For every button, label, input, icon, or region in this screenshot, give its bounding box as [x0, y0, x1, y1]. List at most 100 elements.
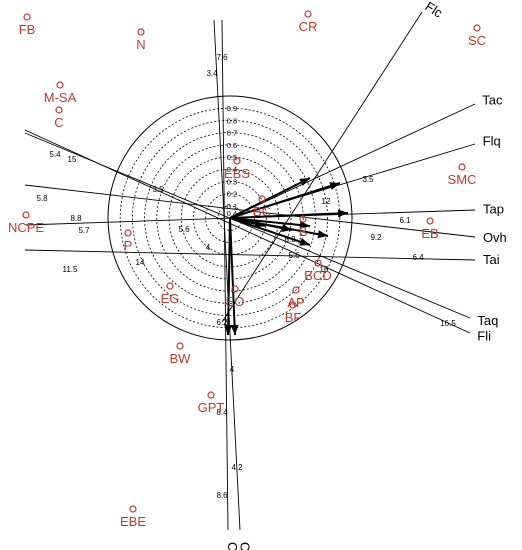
variable-arrow-head — [299, 221, 310, 229]
site-label-p: P — [124, 238, 133, 253]
site-marker-b — [299, 215, 307, 223]
correlation-circle — [107, 95, 353, 341]
axis-tick-label: 8.8 — [70, 214, 82, 223]
site-marker-ebe — [129, 505, 137, 513]
correlation-ring-5 — [168, 156, 292, 280]
axis-tick-label: 3.4 — [206, 69, 218, 78]
site-marker-fb — [23, 13, 31, 21]
axis-tick-label: 16.5 — [440, 319, 456, 328]
site-marker-eb — [426, 217, 434, 225]
variable-arrow-head — [230, 324, 239, 335]
axis-name-cle: Cle — [237, 542, 252, 550]
site-marker-eg — [166, 282, 174, 290]
ring-label: 0.4 — [227, 165, 237, 174]
axis-name-ovh: Ovh — [483, 230, 507, 245]
axis-name-tap: Tap — [483, 202, 504, 217]
variable-arrow-head — [299, 178, 310, 187]
ring-label: 0.6 — [227, 141, 237, 150]
site-label-bc: BC — [253, 204, 271, 219]
site-marker-bc — [258, 195, 266, 203]
axis-tick-label: 14 — [136, 258, 145, 267]
site-label-bw: BW — [170, 351, 192, 366]
axis-tick-label: 5.8 — [36, 194, 48, 203]
site-label-fb: FB — [19, 22, 36, 37]
site-label-sc: SC — [468, 33, 486, 48]
axis-name-flc: Flc — [423, 0, 446, 21]
site-label-smc: SMC — [448, 172, 477, 187]
ring-label: 0.8 — [227, 116, 237, 125]
variable-arrow-head — [281, 224, 292, 233]
site-marker-m-sa — [56, 81, 64, 89]
site-label-ncpe: NCPE — [8, 220, 44, 235]
site-marker-gpt — [207, 391, 215, 399]
variable-arrow — [229, 177, 311, 219]
site-marker-smc — [458, 163, 466, 171]
site-marker-bf — [289, 301, 297, 309]
variable-arrow-head — [224, 324, 233, 335]
axis-line-tai — [24, 249, 476, 261]
site-label-m-sa: M-SA — [44, 90, 77, 105]
ring-label: 0.9 — [227, 104, 237, 113]
axis-tick-label: 16 — [320, 265, 329, 274]
site-label-bf: BF — [285, 310, 302, 325]
axis-tick-label: 3.5 — [362, 175, 374, 184]
site-label-ap: AP — [287, 295, 304, 310]
axis-name-col: Col — [225, 542, 240, 550]
axis-tick-label: 5.6 — [178, 225, 190, 234]
correlation-ring-7 — [144, 132, 316, 304]
variable-arrow-head — [329, 182, 340, 190]
correlation-ring-6 — [156, 144, 304, 292]
site-label-gpt: GPT — [198, 400, 225, 415]
axis-ticks-layer: 7.63.45.4155.88.85.711.5143.55.643.5126.… — [36, 53, 456, 500]
variable-arrow — [229, 217, 311, 227]
axis-lines-layer — [24, 11, 476, 531]
variable-arrow — [229, 217, 293, 231]
site-label-n: N — [136, 37, 145, 52]
axis-tick-label: 12 — [322, 197, 331, 206]
axis-line-tac — [229, 103, 476, 219]
site-label-ebs: EBS — [224, 166, 250, 181]
ring-label: 0.4 — [227, 209, 237, 218]
site-marker-bw — [176, 342, 184, 350]
site-label-c: C — [54, 115, 63, 130]
axis-tick-label: 4 — [230, 365, 235, 374]
axis-tick-label: 6.1 — [399, 216, 411, 225]
ring-label: 0.7 — [227, 129, 237, 138]
variable-arrow-head — [317, 230, 328, 239]
axis-tick-label: 9.2 — [370, 233, 382, 242]
axis-tick-label: 6.2 — [284, 235, 296, 244]
variable-arrow — [229, 217, 311, 246]
axis-tick-label: 5.7 — [78, 226, 90, 235]
axis-name-tac: Tac — [482, 93, 503, 108]
axis-tick-label: 4 — [206, 243, 211, 252]
variable-arrow — [229, 212, 349, 219]
axis-tick-label: 7.6 — [216, 53, 228, 62]
site-marker-ebs — [233, 157, 241, 165]
axis-line-flc — [221, 11, 423, 323]
axis-tick-label: 5.6 — [288, 251, 300, 260]
axis-tick-label: 4.2 — [231, 463, 243, 472]
axis-tick-label: 5.4 — [49, 150, 61, 159]
ring-label: 0.2 — [227, 190, 237, 199]
axis-line-cle — [213, 19, 241, 531]
site-label-b: B — [299, 224, 308, 239]
site-label-bcd: BCD — [304, 268, 331, 283]
variable-arrow-head — [299, 238, 310, 246]
axis-names-layer: FlcTacFlqTapOvhTaiTaqFliCleCol — [225, 0, 507, 550]
axis-tick-label: 6.4 — [412, 253, 424, 262]
site-marker-n — [137, 28, 145, 36]
site-label-ebe: EBE — [120, 514, 146, 529]
axis-tick-label: 6.2 — [216, 318, 228, 327]
axis-tick-label: 11.5 — [63, 265, 79, 274]
axis-tick-label: 3.5 — [152, 185, 164, 194]
site-marker-bcd — [314, 259, 322, 267]
correlation-circle-layer: 0.90.80.70.60.50.40.30.20.10.4 — [107, 95, 353, 341]
site-label-cr: CR — [299, 19, 318, 34]
axis-tick-label: 8.6 — [216, 491, 228, 500]
site-marker-eo — [231, 285, 239, 293]
axis-name-fli: Fli — [477, 328, 491, 343]
site-marker-p — [124, 229, 132, 237]
site-marker-cr — [304, 10, 312, 18]
site-marker-c — [55, 106, 63, 114]
